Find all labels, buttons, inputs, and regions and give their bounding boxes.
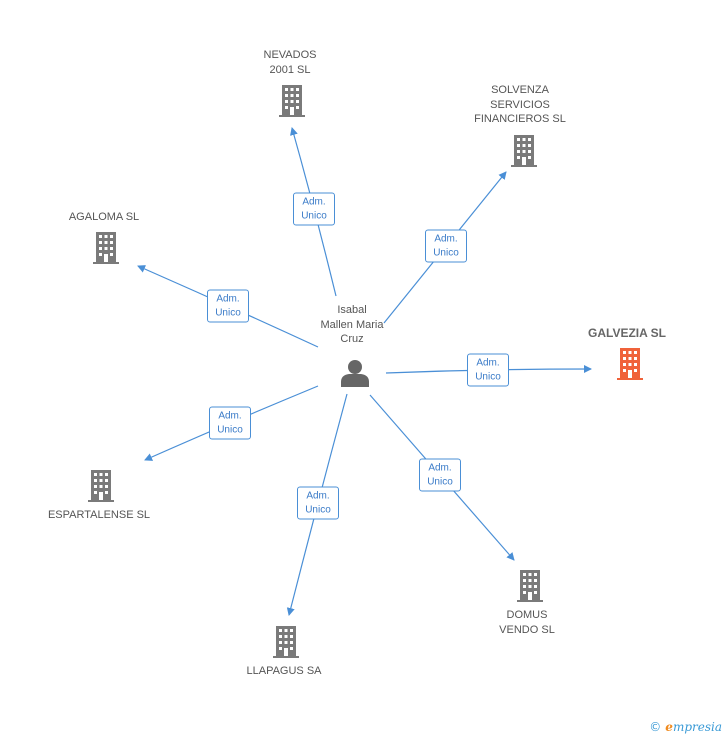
brand-name: mpresia (672, 720, 722, 734)
company-label-nevados[interactable]: NEVADOS 2001 SL (263, 49, 317, 76)
role-label-solvenza[interactable]: Adm. Unico (425, 229, 467, 263)
role-label-agaloma[interactable]: Adm. Unico (207, 289, 249, 323)
company-label-llapagus[interactable]: LLAPAGUS SA (246, 665, 322, 677)
company-label-espartalense[interactable]: ESPARTALENSE SL (47, 509, 151, 521)
role-label-galvezia[interactable]: Adm. Unico (467, 353, 509, 387)
role-label-line1: Adm. (434, 233, 458, 245)
company-label-galvezia[interactable]: GALVEZIA SL (588, 326, 666, 340)
role-label-line2: Unico (427, 476, 453, 488)
role-label-line2: Unico (215, 307, 241, 319)
role-label-line2: Unico (305, 504, 331, 516)
role-label-nevados[interactable]: Adm. Unico (293, 192, 335, 226)
building-icon-solvenza[interactable] (511, 135, 537, 167)
role-label-line1: Adm. (302, 196, 326, 208)
company-label-agaloma[interactable]: AGALOMA SL (68, 211, 140, 223)
role-label-espartalense[interactable]: Adm. Unico (209, 406, 251, 440)
company-label-solvenza[interactable]: SOLVENZA SERVICIOS FINANCIEROS SL (474, 84, 566, 125)
role-label-line1: Adm. (428, 462, 452, 474)
role-label-line1: Adm. (218, 410, 242, 422)
role-label-line2: Unico (301, 210, 327, 222)
company-label-domus[interactable]: DOMUS VENDO SL (499, 609, 555, 636)
copyright-icon: © (649, 720, 662, 734)
brand-footer: ©empresia (649, 720, 722, 734)
building-icon-galvezia[interactable] (617, 348, 643, 380)
role-label-line2: Unico (433, 247, 459, 259)
role-label-llapagus[interactable]: Adm. Unico (297, 486, 339, 520)
role-label-line2: Unico (217, 424, 243, 436)
brand-initial: e (665, 720, 673, 734)
building-icon-espartalense[interactable] (88, 470, 114, 502)
building-icon-llapagus[interactable] (273, 626, 299, 658)
building-icon-domus[interactable] (517, 570, 543, 602)
building-icon-agaloma[interactable] (93, 232, 119, 264)
person-name-label: Isabal Mallen Maria Cruz (320, 304, 384, 345)
role-label-line1: Adm. (216, 293, 240, 305)
role-label-line2: Unico (475, 371, 501, 383)
building-icon-nevados[interactable] (279, 85, 305, 117)
role-label-line1: Adm. (306, 490, 330, 502)
role-label-domus[interactable]: Adm. Unico (419, 458, 461, 492)
person-icon[interactable] (341, 360, 369, 387)
role-label-line1: Adm. (476, 357, 500, 369)
